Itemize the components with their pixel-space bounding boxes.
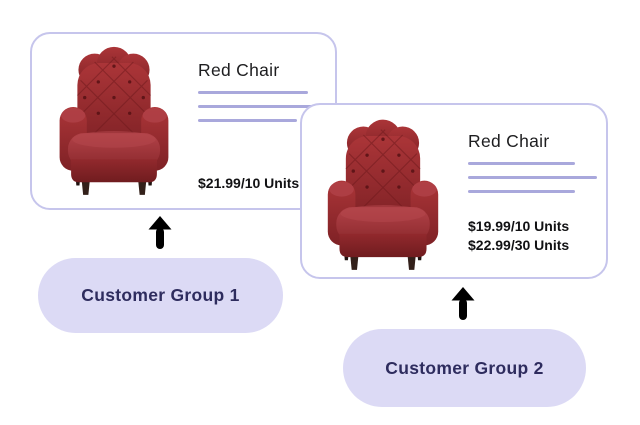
text-placeholder-line <box>468 176 597 179</box>
customer-group-1-text: Customer Group 1 <box>81 285 240 305</box>
product-card-1: Red Chair $21.99/10 Units <box>30 32 337 210</box>
customer-group-2-label: Customer Group 2 <box>343 329 586 407</box>
text-placeholder-lines <box>468 162 597 204</box>
product-title: Red Chair <box>198 60 280 80</box>
price-line: $21.99/10 Units <box>198 175 300 191</box>
red-chair-image <box>314 113 452 273</box>
text-placeholder-line <box>198 105 327 108</box>
product-title: Red Chair <box>468 131 550 151</box>
red-chair-image <box>46 36 182 198</box>
text-placeholder-line <box>198 119 297 122</box>
price-line: $19.99/10 Units <box>468 218 570 234</box>
customer-group-1-label: Customer Group 1 <box>38 258 283 333</box>
text-placeholder-lines <box>198 91 327 133</box>
up-arrow-icon <box>148 216 172 249</box>
price-line: $22.99/30 Units <box>468 237 570 253</box>
text-placeholder-line <box>198 91 308 94</box>
customer-group-2-text: Customer Group 2 <box>385 357 544 378</box>
text-placeholder-line <box>468 190 575 193</box>
price-text: $19.99/10 Units $22.99/30 Units <box>468 217 569 255</box>
product-card-2: Red Chair $19.99/10 Units $22.99/30 Unit… <box>300 103 608 279</box>
price-text: $21.99/10 Units <box>198 174 299 193</box>
text-placeholder-line <box>468 162 575 165</box>
up-arrow-icon <box>451 287 475 320</box>
